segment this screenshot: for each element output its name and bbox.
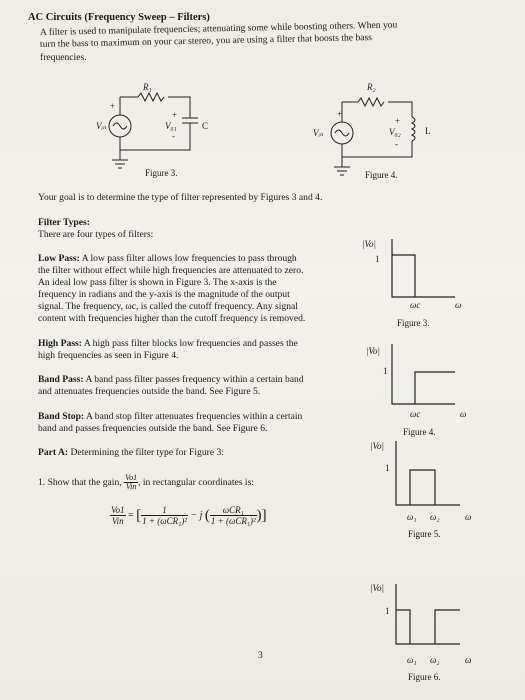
fig3-graph-caption: Figure 3. — [397, 318, 430, 328]
inductor-symbol — [410, 116, 416, 142]
ground-symbol — [112, 150, 128, 169]
page-title: AC Circuits (Frequency Sweep – Filters) — [28, 12, 210, 23]
low-pass-line-2: the filter without effect while high fre… — [38, 265, 304, 276]
band-stop-line-1: Band Stop: A band stop filter attenuates… — [38, 411, 303, 422]
fig4-graph-caption: Figure 4. — [403, 427, 436, 437]
fig3-caption: Figure 3. — [145, 168, 178, 178]
low-pass-line-3: An ideal low pass filter is shown in Fig… — [38, 277, 277, 288]
fig5-one: 1 — [385, 463, 390, 473]
fig5-w2: ω₂ — [430, 512, 440, 522]
low-pass-line-1: Low Pass: A low pass filter allows low f… — [38, 253, 297, 264]
axes — [391, 239, 455, 298]
fig5-w: ω — [465, 512, 472, 522]
capacitor-symbol — [182, 117, 198, 124]
fig6-graph-caption: Figure 6. — [408, 672, 441, 682]
figure3-circuit — [108, 91, 198, 169]
graph-fig3 — [391, 239, 455, 298]
bandstop-curve — [396, 609, 460, 644]
fig6-one: 1 — [385, 606, 390, 616]
graph-fig6 — [395, 584, 460, 645]
page-number: 3 — [258, 650, 263, 661]
fig4-caption: Figure 4. — [365, 170, 398, 180]
fig3-wc: ωc — [410, 300, 421, 310]
fig6-ylabel: |Vo| — [370, 583, 384, 593]
fig4-vin-label: Vᵢₙ — [313, 128, 324, 138]
fig5-w1: ω₁ — [407, 512, 417, 522]
fig3-ylabel: |Vo| — [362, 239, 376, 249]
band-pass-line-2: and attenuates frequencies outside the b… — [38, 386, 261, 397]
axes — [395, 584, 460, 645]
lowpass-curve — [392, 254, 416, 297]
fig4-vo-plus: + — [395, 116, 401, 126]
fig3-c-label: C — [202, 121, 209, 131]
low-pass-line-4: frequency in radians and the y-axis is t… — [38, 289, 290, 300]
fig3-vo-minus: - — [172, 131, 175, 141]
ac-source-symbol — [330, 121, 354, 145]
fig5-graph-caption: Figure 5. — [408, 529, 441, 539]
fig4-w: ω — [460, 409, 467, 419]
fig6-w2: ω₂ — [430, 655, 440, 665]
ground-symbol — [334, 157, 350, 176]
band-stop-line-2: band and passes frequencies outside the … — [38, 423, 268, 434]
fig4-vo-minus: - — [395, 139, 398, 149]
fig3-w: ω — [455, 300, 462, 310]
intro-line-3: frequencies. — [40, 52, 87, 63]
fig4-plus: + — [337, 109, 343, 119]
resistor-r1-symbol — [137, 91, 165, 103]
axes — [395, 441, 460, 506]
fig3-vin-label: Vᵢₙ — [96, 121, 107, 131]
fig3-r-label: R₁ — [143, 82, 152, 92]
fig4-ylabel: |Vo| — [366, 346, 380, 356]
highpass-curve — [414, 371, 455, 404]
fig3-vo-label: V₀₁ — [165, 121, 177, 131]
fig4-vo-label: V₀₂ — [389, 127, 401, 137]
graph-fig5 — [395, 441, 460, 506]
part-a-heading: Part A: Determining the filter type for … — [38, 447, 224, 458]
high-pass-line-2: high frequencies as seen in Figure 4. — [38, 350, 179, 361]
fig6-w: ω — [465, 655, 472, 665]
fig6-w1: ω₁ — [407, 655, 417, 665]
fig4-l-label: L — [425, 126, 431, 136]
high-pass-line-1: High Pass: A high pass filter blocks low… — [38, 338, 298, 349]
ac-source-symbol — [108, 114, 132, 138]
graph-fig4 — [391, 344, 455, 405]
fig3-vo-plus: + — [172, 110, 178, 120]
fig3-one: 1 — [375, 254, 380, 264]
axes — [391, 344, 455, 405]
low-pass-line-5: signal. The frequency, ωc, is called the… — [38, 301, 298, 312]
resistor-r2-symbol — [357, 96, 385, 108]
fig4-r-label: R₂ — [367, 82, 376, 92]
fig5-ylabel: |Vo| — [370, 441, 384, 451]
fig3-plus: + — [110, 101, 116, 111]
bandpass-curve — [409, 469, 436, 505]
fig4-wc: ωc — [410, 409, 421, 419]
band-pass-line-1: Band Pass: A band pass filter passes fre… — [38, 374, 304, 385]
figure4-circuit — [330, 96, 416, 176]
fig4-one: 1 — [383, 366, 388, 376]
filter-types-heading: Filter Types: — [38, 217, 90, 228]
filter-types-subheading: There are four types of filters: — [38, 229, 154, 240]
low-pass-line-6: content with frequencies higher than the… — [38, 313, 306, 324]
goal-text: Your goal is to determine the type of fi… — [38, 192, 323, 203]
